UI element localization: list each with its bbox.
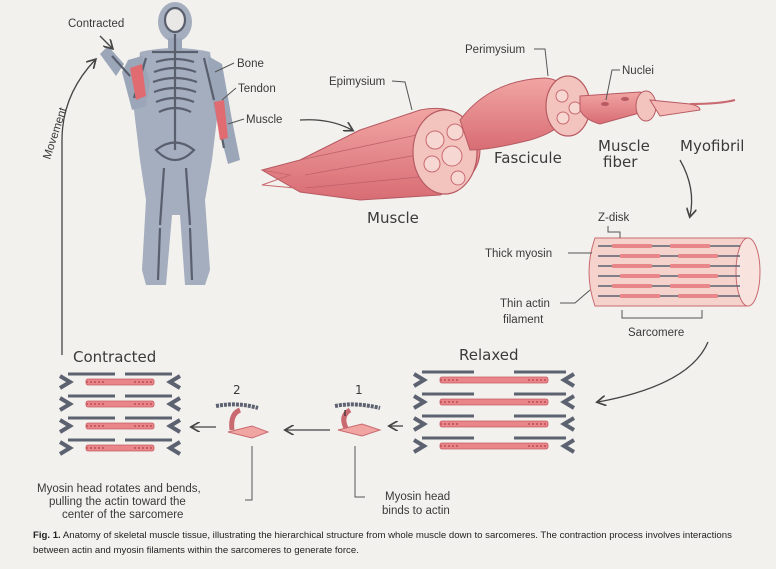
contracted-top-label: Contracted bbox=[68, 18, 124, 30]
z-disk bbox=[412, 438, 428, 454]
step2-desc-2: pulling the actin toward the bbox=[49, 496, 186, 508]
myosin-block bbox=[678, 254, 718, 258]
myosin-block bbox=[670, 244, 710, 248]
nuclei-label: Nuclei bbox=[622, 65, 654, 77]
myosin-block bbox=[678, 294, 718, 298]
thick-myosin-label: Thick myosin bbox=[485, 248, 552, 260]
myosin-block bbox=[678, 274, 718, 278]
epimysium-label: Epimysium bbox=[329, 76, 385, 88]
perimysium-label: Perimysium bbox=[465, 44, 525, 56]
z-disk bbox=[166, 418, 182, 434]
sarcomere-label: Sarcomere bbox=[628, 327, 684, 339]
z-disk bbox=[166, 440, 182, 456]
z-disk bbox=[560, 438, 576, 454]
relaxed-label: Relaxed bbox=[459, 346, 519, 364]
z-disk bbox=[58, 440, 74, 456]
myosin-block bbox=[612, 264, 652, 268]
sarcomere-filaments bbox=[598, 244, 740, 298]
muscle-fiber-label-1: Muscle bbox=[598, 137, 650, 155]
sarcomere-cylinder bbox=[588, 237, 761, 307]
z-disk bbox=[58, 374, 74, 390]
myosin-block bbox=[670, 264, 710, 268]
step2-myosin-actin bbox=[215, 402, 270, 439]
body-to-muscle-arrow bbox=[299, 119, 352, 130]
relaxed-sarcomere bbox=[412, 370, 576, 454]
z-disk-label: Z-disk bbox=[598, 212, 630, 224]
muscle-hierarchy-illustration bbox=[260, 75, 736, 201]
step1-desc-1: Myosin head bbox=[385, 491, 450, 503]
z-disk bbox=[58, 396, 74, 412]
z-disk bbox=[412, 394, 428, 410]
step-2-number: 2 bbox=[233, 383, 241, 397]
myosin-block bbox=[620, 254, 660, 258]
z-disk bbox=[166, 396, 182, 412]
z-disk bbox=[58, 418, 74, 434]
forearm-muscle bbox=[214, 100, 228, 140]
myofibril-label: Myofibril bbox=[680, 137, 744, 155]
contracted-label: Contracted bbox=[73, 348, 156, 366]
myofibril-to-sarcomere-arrow bbox=[679, 159, 692, 216]
biceps-muscle bbox=[130, 64, 146, 100]
muscle-label: Muscle bbox=[246, 114, 282, 126]
myosin-block bbox=[620, 294, 660, 298]
z-disk bbox=[560, 372, 576, 388]
step2-desc-1: Myosin head rotates and bends, bbox=[37, 483, 201, 495]
z-disk bbox=[560, 416, 576, 432]
z-disk bbox=[560, 394, 576, 410]
movement-label: Movement bbox=[41, 105, 69, 161]
step-1-number: 1 bbox=[355, 383, 363, 397]
myosin-block bbox=[620, 274, 660, 278]
myosin-block bbox=[670, 284, 710, 288]
z-disk bbox=[166, 374, 182, 390]
z-disk bbox=[412, 416, 428, 432]
sarcomere-to-relaxed-arrow bbox=[598, 341, 709, 402]
caption-prefix: Fig. 1. bbox=[33, 530, 61, 541]
figure-caption: Fig. 1. Anatomy of skeletal muscle tissu… bbox=[33, 528, 763, 558]
step2-desc-3: center of the sarcomere bbox=[62, 509, 183, 521]
caption-text: Anatomy of skeletal muscle tissue, illus… bbox=[33, 530, 732, 556]
muscle-bundle-label: Muscle bbox=[367, 209, 419, 227]
muscle-fiber-label-2: fiber bbox=[603, 153, 638, 171]
myosin-block bbox=[612, 284, 652, 288]
z-disk bbox=[412, 372, 428, 388]
bone-label: Bone bbox=[237, 58, 264, 70]
step1-myosin-actin bbox=[334, 402, 382, 437]
contracted-sarcomere bbox=[58, 372, 182, 456]
skeleton bbox=[111, 6, 226, 281]
fascicule-label: Fascicule bbox=[494, 149, 562, 167]
thin-actin-label-1: Thin actin bbox=[500, 298, 550, 310]
tendon-label: Tendon bbox=[238, 83, 276, 95]
human-figure bbox=[100, 2, 240, 285]
thin-actin-label-2: filament bbox=[503, 314, 544, 326]
myosin-block bbox=[612, 244, 652, 248]
movement-arrow bbox=[61, 60, 95, 355]
step1-desc-2: binds to actin bbox=[382, 505, 450, 517]
